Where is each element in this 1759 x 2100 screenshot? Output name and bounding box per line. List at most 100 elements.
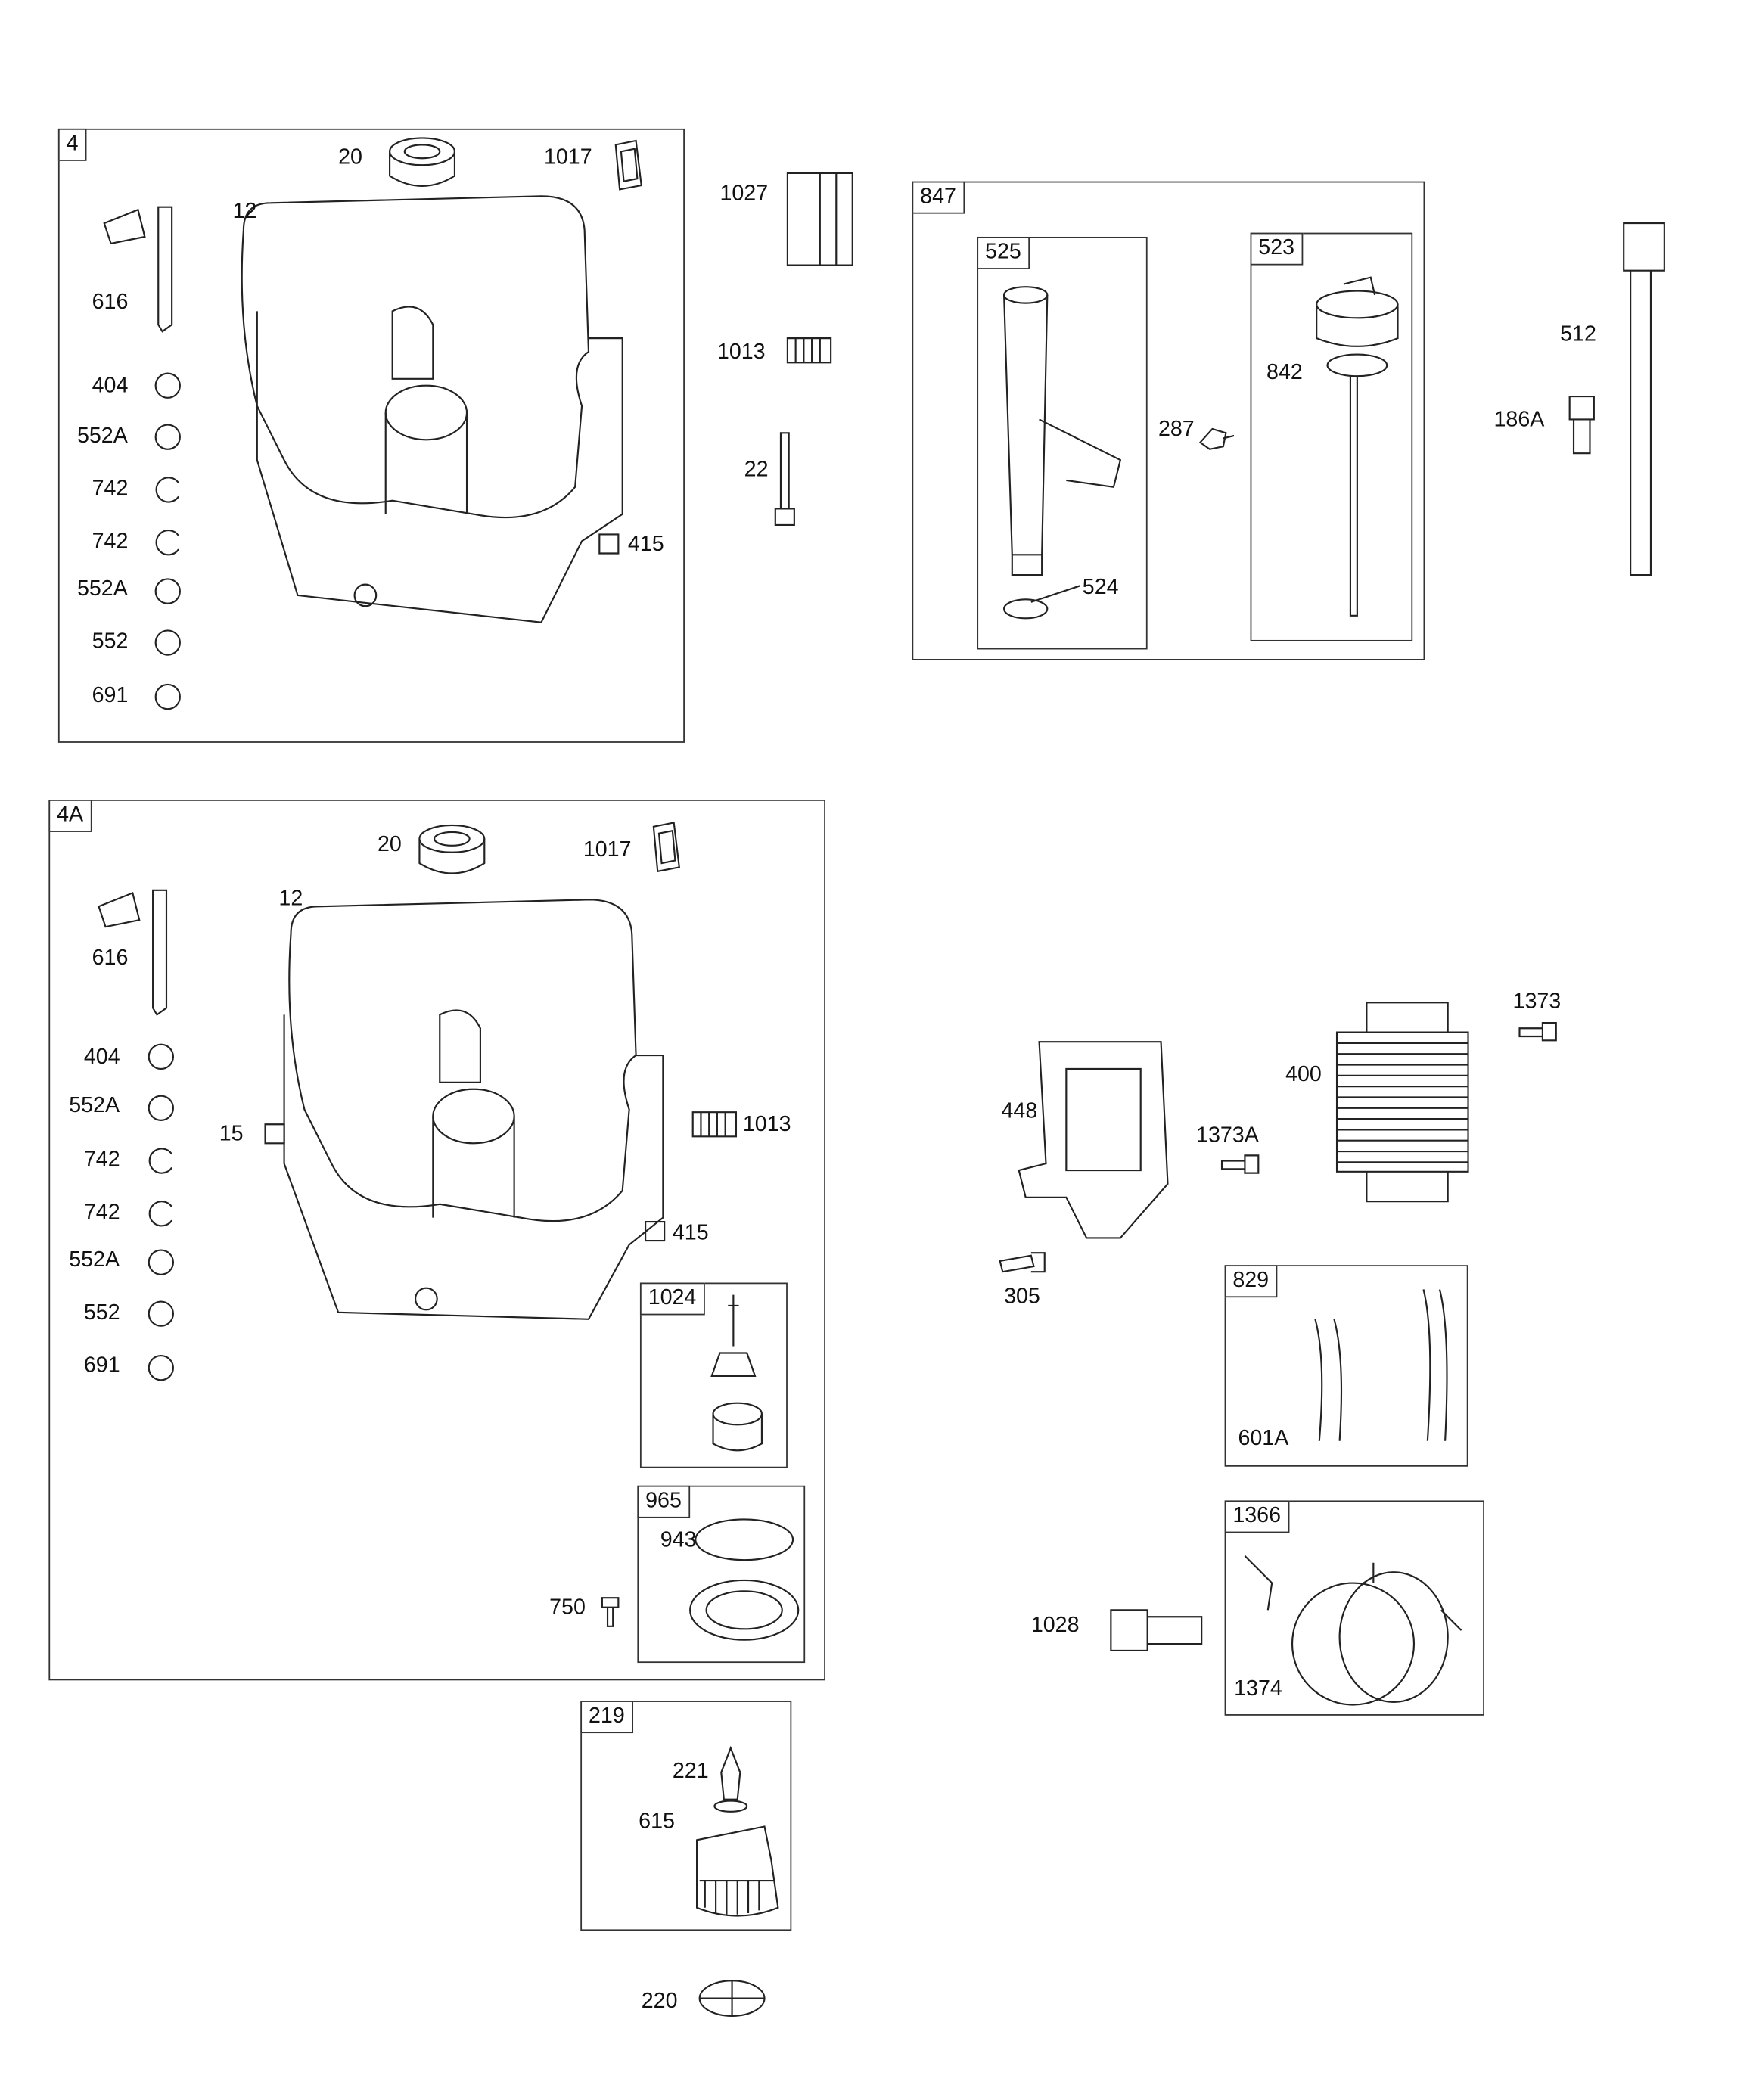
callout-691: 691	[92, 684, 129, 708]
callout-221: 221	[672, 1760, 709, 1784]
dipstick-512-drawing	[1623, 222, 1665, 576]
callout-1373A: 1373A	[1196, 1124, 1259, 1148]
screw-750-drawing	[601, 1597, 620, 1627]
group-tag: 965	[637, 1485, 690, 1518]
plug-415-drawing	[645, 1220, 666, 1242]
bolt-305-drawing	[999, 1252, 1046, 1273]
callout-220: 220	[641, 1990, 678, 2014]
callout-552A: 552A	[76, 577, 128, 601]
group-tag: 847	[912, 181, 965, 214]
fitting-1013-drawing	[786, 337, 832, 364]
callout-742: 742	[92, 530, 129, 554]
seal-20-drawing	[418, 824, 486, 874]
oil-filter-adapter-1366-drawing	[1244, 1555, 1462, 1706]
callout-400: 400	[1285, 1063, 1322, 1087]
group-4: 4	[57, 128, 685, 743]
callout-601A: 601A	[1238, 1427, 1289, 1451]
callout-552: 552	[83, 1301, 120, 1325]
group-tag: 1024	[639, 1282, 705, 1316]
group-tag: 525	[977, 236, 1030, 269]
callout-615: 615	[639, 1810, 675, 1834]
callout-750: 750	[549, 1596, 586, 1620]
gasket-448-drawing	[1018, 1041, 1169, 1239]
governor-shaft-drawing	[103, 206, 173, 333]
fitting-1013-drawing	[691, 1111, 738, 1138]
callout-448: 448	[1001, 1100, 1038, 1123]
callout-305: 305	[1004, 1285, 1040, 1309]
cover-1017-drawing	[652, 822, 681, 873]
oil-pump-1024-drawing	[710, 1294, 763, 1452]
group-1024: 1024	[639, 1282, 788, 1468]
group-tag: 4A	[48, 800, 92, 832]
callout-742: 742	[83, 1201, 120, 1225]
callout-12: 12	[232, 200, 257, 224]
callout-404: 404	[92, 374, 129, 398]
bolt-287-drawing	[1198, 427, 1235, 450]
callout-15: 15	[219, 1123, 244, 1146]
callout-22: 22	[744, 458, 769, 482]
callout-186A: 186A	[1493, 409, 1545, 432]
dipstick-drawing	[1316, 276, 1399, 617]
group-1366: 1366	[1224, 1500, 1484, 1716]
callout-842: 842	[1266, 361, 1303, 384]
group-4A: 4A	[48, 800, 825, 1681]
group-525: 525	[977, 236, 1148, 650]
callout-415: 415	[627, 533, 664, 557]
callout-691: 691	[83, 1354, 120, 1378]
callout-1027: 1027	[719, 182, 769, 206]
oil-filter-drawing	[786, 172, 853, 266]
crankcase-cover-drawing	[241, 195, 623, 623]
callout-742: 742	[83, 1148, 120, 1172]
pump-cover-965-drawing	[689, 1518, 800, 1641]
bolt-22-drawing	[774, 432, 795, 527]
group-tag: 1366	[1224, 1500, 1289, 1533]
callout-742: 742	[92, 477, 129, 501]
callout-1373: 1373	[1512, 990, 1562, 1014]
small-parts-column-drawing	[154, 372, 181, 710]
callout-20: 20	[377, 833, 402, 857]
group-tag: 829	[1224, 1265, 1277, 1298]
group-829: 829	[1224, 1265, 1468, 1467]
plug-415-drawing	[598, 533, 620, 555]
callout-1013: 1013	[742, 1113, 791, 1137]
callout-404: 404	[83, 1045, 120, 1069]
callout-1028: 1028	[1030, 1614, 1080, 1638]
callout-1374: 1374	[1234, 1677, 1282, 1701]
group-965: 965	[637, 1485, 806, 1664]
fitting-1028-drawing	[1110, 1609, 1203, 1652]
callout-552A: 552A	[69, 1094, 120, 1118]
callout-1013: 1013	[716, 340, 766, 365]
callout-552A: 552A	[69, 1248, 120, 1272]
callout-524: 524	[1082, 576, 1119, 600]
callout-943: 943	[660, 1529, 697, 1552]
callout-20: 20	[338, 146, 362, 169]
callout-12: 12	[278, 887, 303, 911]
gear-219-drawing	[696, 1745, 779, 1917]
governor-shaft-drawing	[98, 889, 168, 1016]
group-219: 219	[580, 1701, 792, 1931]
fitting-186A-drawing	[1568, 395, 1595, 455]
oil-cooler-400-drawing	[1335, 1002, 1469, 1203]
callout-552: 552	[92, 630, 129, 654]
plug-15-drawing	[264, 1123, 285, 1145]
callout-1017: 1017	[583, 838, 632, 862]
callout-415: 415	[672, 1222, 709, 1245]
cover-1017-drawing	[614, 139, 642, 191]
callout-552A: 552A	[76, 424, 128, 448]
bolt-1373-drawing	[1518, 1022, 1557, 1042]
group-tag: 219	[580, 1701, 633, 1734]
callout-1017: 1017	[543, 146, 592, 169]
group-tag: 4	[57, 128, 87, 161]
callout-616: 616	[92, 290, 129, 314]
group-523: 523	[1250, 232, 1413, 641]
callout-512: 512	[1560, 323, 1596, 346]
crankcase-cover-drawing	[283, 899, 664, 1320]
leader-line	[1030, 585, 1080, 603]
dipstick-tube-drawing	[1002, 286, 1122, 620]
group-847: 847	[912, 181, 1425, 660]
seal-20-drawing	[389, 137, 456, 187]
small-parts-column-drawing	[148, 1043, 175, 1381]
part-220-drawing	[698, 1980, 766, 2017]
callout-287: 287	[1158, 418, 1195, 442]
